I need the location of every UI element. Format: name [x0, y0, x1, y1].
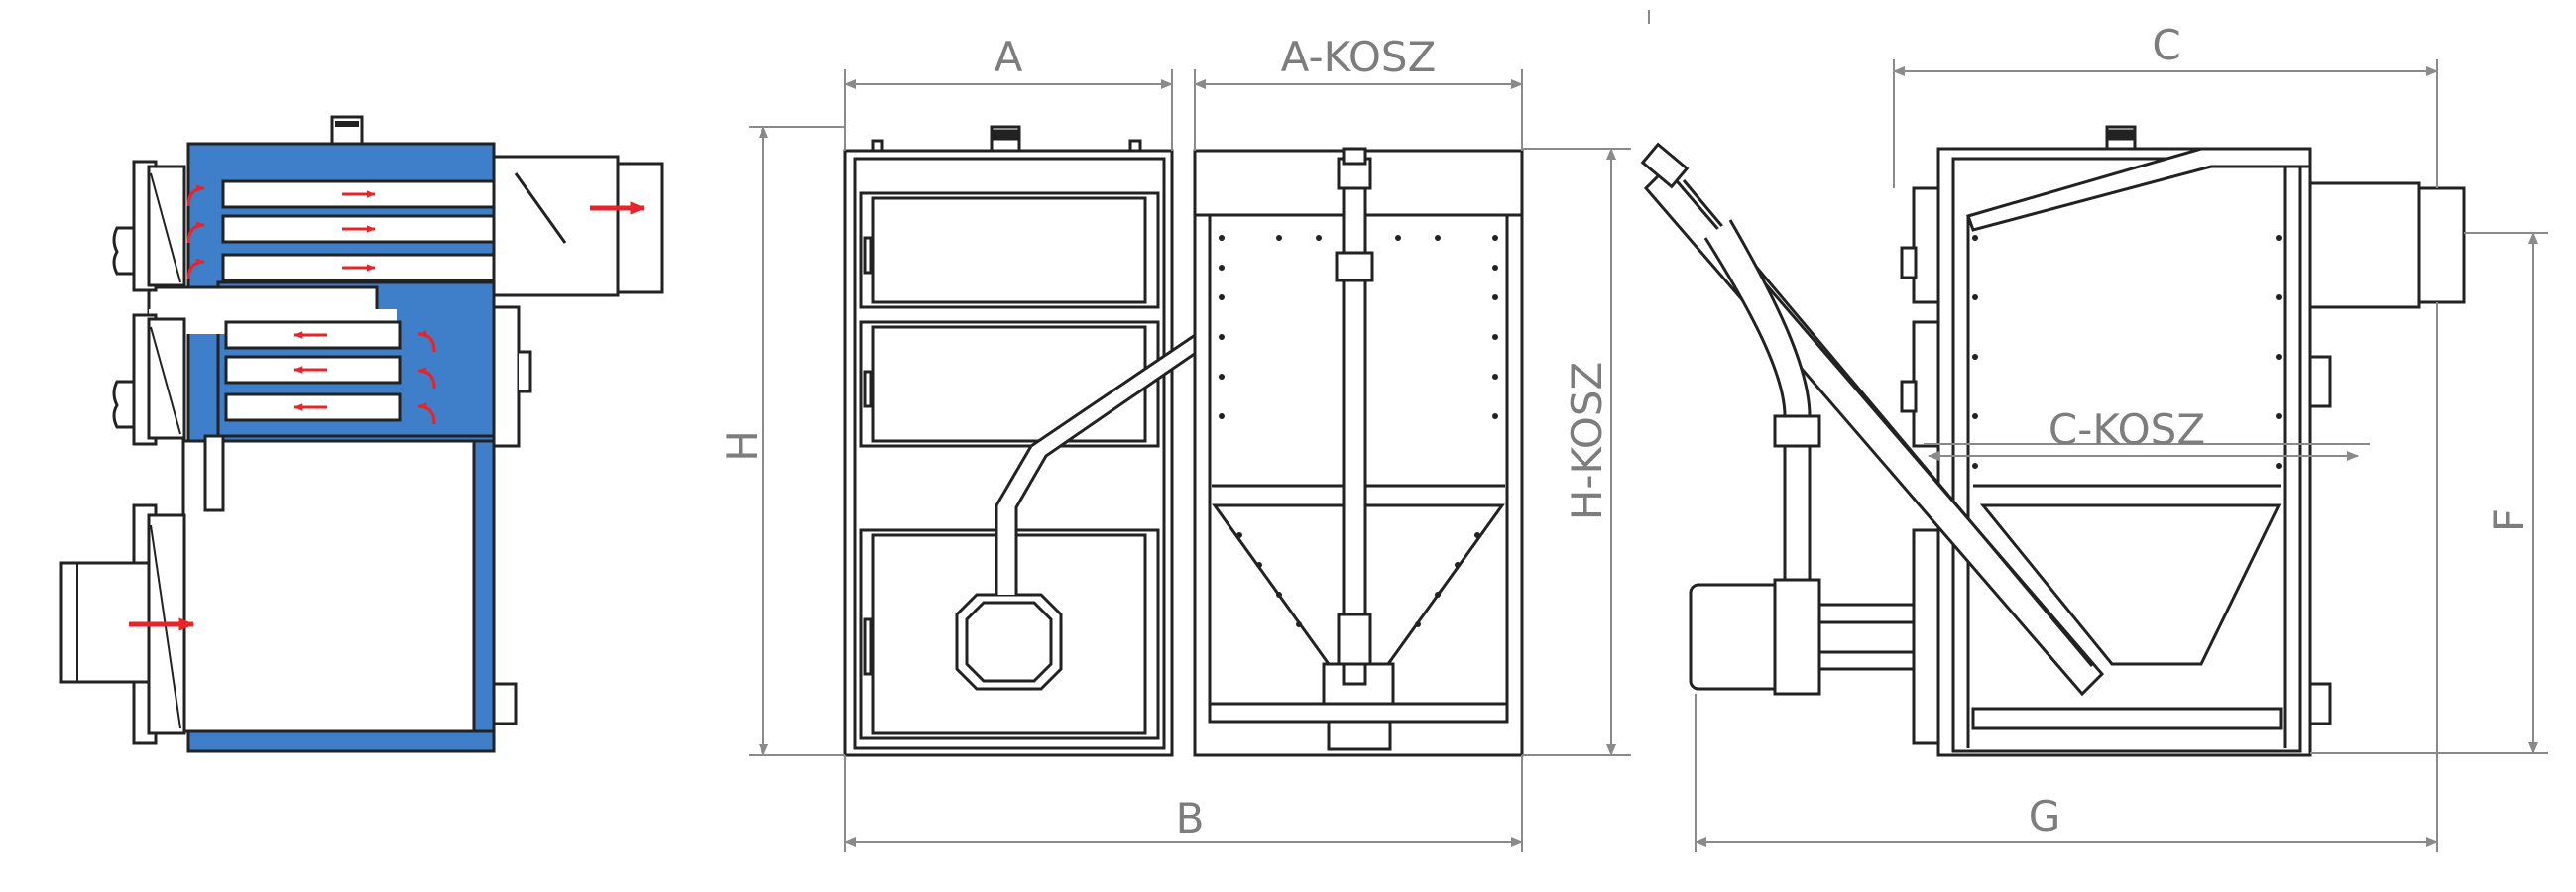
- front-view: [845, 127, 1522, 755]
- flow-arrows: [129, 184, 646, 631]
- dimension-labels: A A-KOSZ B H H-KOSZ C C-KOSZ F G: [718, 21, 2533, 842]
- dimension-label-c-kosz: C-KOSZ: [2049, 405, 2205, 454]
- dimension-label-a: A: [995, 33, 1023, 81]
- dimension-label-a-kosz: A-KOSZ: [1281, 33, 1437, 81]
- cross-section-view: [61, 117, 662, 751]
- dimension-label-f: F: [2485, 508, 2533, 532]
- dimension-label-b: B: [1176, 794, 1205, 842]
- dimension-label-c: C: [2152, 21, 2180, 69]
- dimension-lines: [749, 10, 2548, 852]
- dimension-label-h: H: [718, 430, 766, 462]
- dimension-label-g: G: [2029, 792, 2061, 840]
- dimension-label-h-kosz: H-KOSZ: [1563, 362, 1611, 520]
